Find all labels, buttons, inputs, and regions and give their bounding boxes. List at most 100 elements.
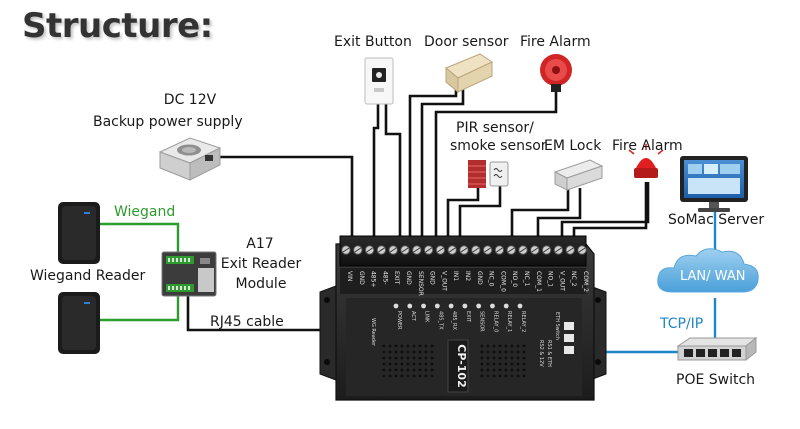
terminal-label: GND — [358, 271, 365, 285]
vent-hole — [498, 344, 502, 348]
led-label: 485_TX — [437, 311, 443, 330]
terminal-label: 485- — [381, 271, 388, 285]
vent-hole — [394, 362, 398, 366]
indicator-1-label: RS1 & ETH — [546, 340, 552, 367]
vent-hole — [394, 350, 398, 354]
vent-hole — [388, 356, 392, 360]
led-label: 485_RX — [451, 311, 457, 331]
vent-hole — [516, 344, 520, 348]
led-label: ACT — [410, 311, 416, 322]
vent-hole — [504, 362, 508, 366]
terminal-screw-slot — [484, 247, 491, 253]
vent-hole — [480, 344, 484, 348]
terminal-screw-slot — [366, 247, 373, 253]
status-led — [517, 303, 523, 309]
wiegand-wire-bottom — [100, 296, 180, 322]
device-model-label: CP-102 — [455, 344, 468, 387]
wiegand-reader-bottom-icon — [58, 292, 100, 354]
vent-hole — [400, 362, 404, 366]
vent-hole — [480, 350, 484, 354]
vent-hole — [510, 344, 514, 348]
vent-hole — [510, 374, 514, 378]
vent-hole — [522, 350, 526, 354]
exit-button-icon — [364, 57, 394, 105]
vent-hole — [492, 368, 496, 372]
vent-hole — [510, 362, 514, 366]
vent-hole — [406, 344, 410, 348]
terminal-label: SENSOR — [417, 271, 424, 296]
vent-hole — [424, 362, 428, 366]
vent-hole — [486, 362, 490, 366]
vent-hole — [498, 362, 502, 366]
vent-hole — [492, 362, 496, 366]
vent-hole — [504, 368, 508, 372]
fire-alarm-strobe-icon — [628, 144, 664, 178]
backup-power-supply-icon — [158, 137, 222, 181]
somac-server-icon — [680, 156, 748, 212]
vent-hole — [522, 344, 526, 348]
terminal-label: V_OUT — [558, 271, 565, 291]
terminal-screw-slot — [389, 247, 397, 253]
vent-hole — [504, 350, 508, 354]
rj45-cable — [186, 296, 330, 332]
wiegand-reader-label: Wiegand Reader — [30, 268, 146, 284]
wiegand-reader-top-icon — [58, 202, 100, 264]
status-led — [476, 303, 482, 309]
vent-hole — [498, 374, 502, 378]
fire-alarm-right-cable — [560, 182, 650, 236]
vent-hole — [480, 356, 484, 360]
terminal-screw-slot — [448, 247, 456, 253]
terminal-screw-slot — [342, 247, 350, 253]
vent-hole — [516, 362, 520, 366]
terminal-screw-slot — [543, 247, 550, 253]
door-sensor-label: Door sensor — [424, 34, 509, 50]
terminal-label: COM_1 — [535, 271, 542, 292]
exit-button-label: Exit Button — [334, 34, 412, 50]
vent-hole — [418, 374, 422, 378]
eth-switch-indicator — [564, 322, 574, 330]
em-lock-cable-2 — [536, 188, 582, 236]
terminal-screw-slot — [460, 247, 468, 253]
indicator-2-label: RS2 & 12V — [538, 340, 544, 367]
terminal-label: NO_1 — [547, 271, 554, 287]
vent-hole — [406, 350, 410, 354]
terminal-screw-slot — [354, 247, 362, 253]
em-lock-label: EM Lock — [544, 138, 602, 154]
terminal-screw-slot — [437, 247, 444, 253]
vent-hole — [388, 362, 392, 366]
vent-hole — [394, 356, 398, 360]
vent-hole — [394, 344, 398, 348]
vent-hole — [486, 344, 490, 348]
vent-hole — [522, 368, 526, 372]
terminal-screw-slot — [555, 247, 562, 253]
vent-hole — [498, 356, 502, 360]
vent-hole — [406, 374, 410, 378]
vent-hole — [510, 350, 514, 354]
vent-hole — [394, 368, 398, 372]
vent-hole — [486, 374, 490, 378]
door-sensor-cable — [408, 88, 458, 236]
status-led — [462, 303, 468, 309]
power-cable — [210, 155, 354, 236]
status-led — [421, 303, 426, 309]
vent-hole — [516, 356, 520, 360]
em-lock-cable — [510, 188, 570, 236]
terminal-label: NO_0 — [511, 271, 518, 287]
vent-hole — [504, 374, 508, 378]
vent-hole — [382, 362, 386, 366]
vent-hole — [504, 356, 508, 360]
terminal-screws — [341, 245, 587, 255]
fire-alarm-right-cable-2 — [572, 182, 648, 236]
led-label: EXIT — [465, 311, 471, 323]
terminal-screw-slot — [401, 247, 409, 253]
vent-hole — [418, 362, 422, 366]
vent-hole — [382, 356, 386, 360]
terminal-label: VIN — [346, 271, 353, 281]
terminal-label: GND — [476, 271, 483, 285]
vent-hole — [498, 350, 502, 354]
vent-hole — [400, 356, 404, 360]
vent-hole — [510, 356, 514, 360]
status-led — [490, 303, 495, 309]
